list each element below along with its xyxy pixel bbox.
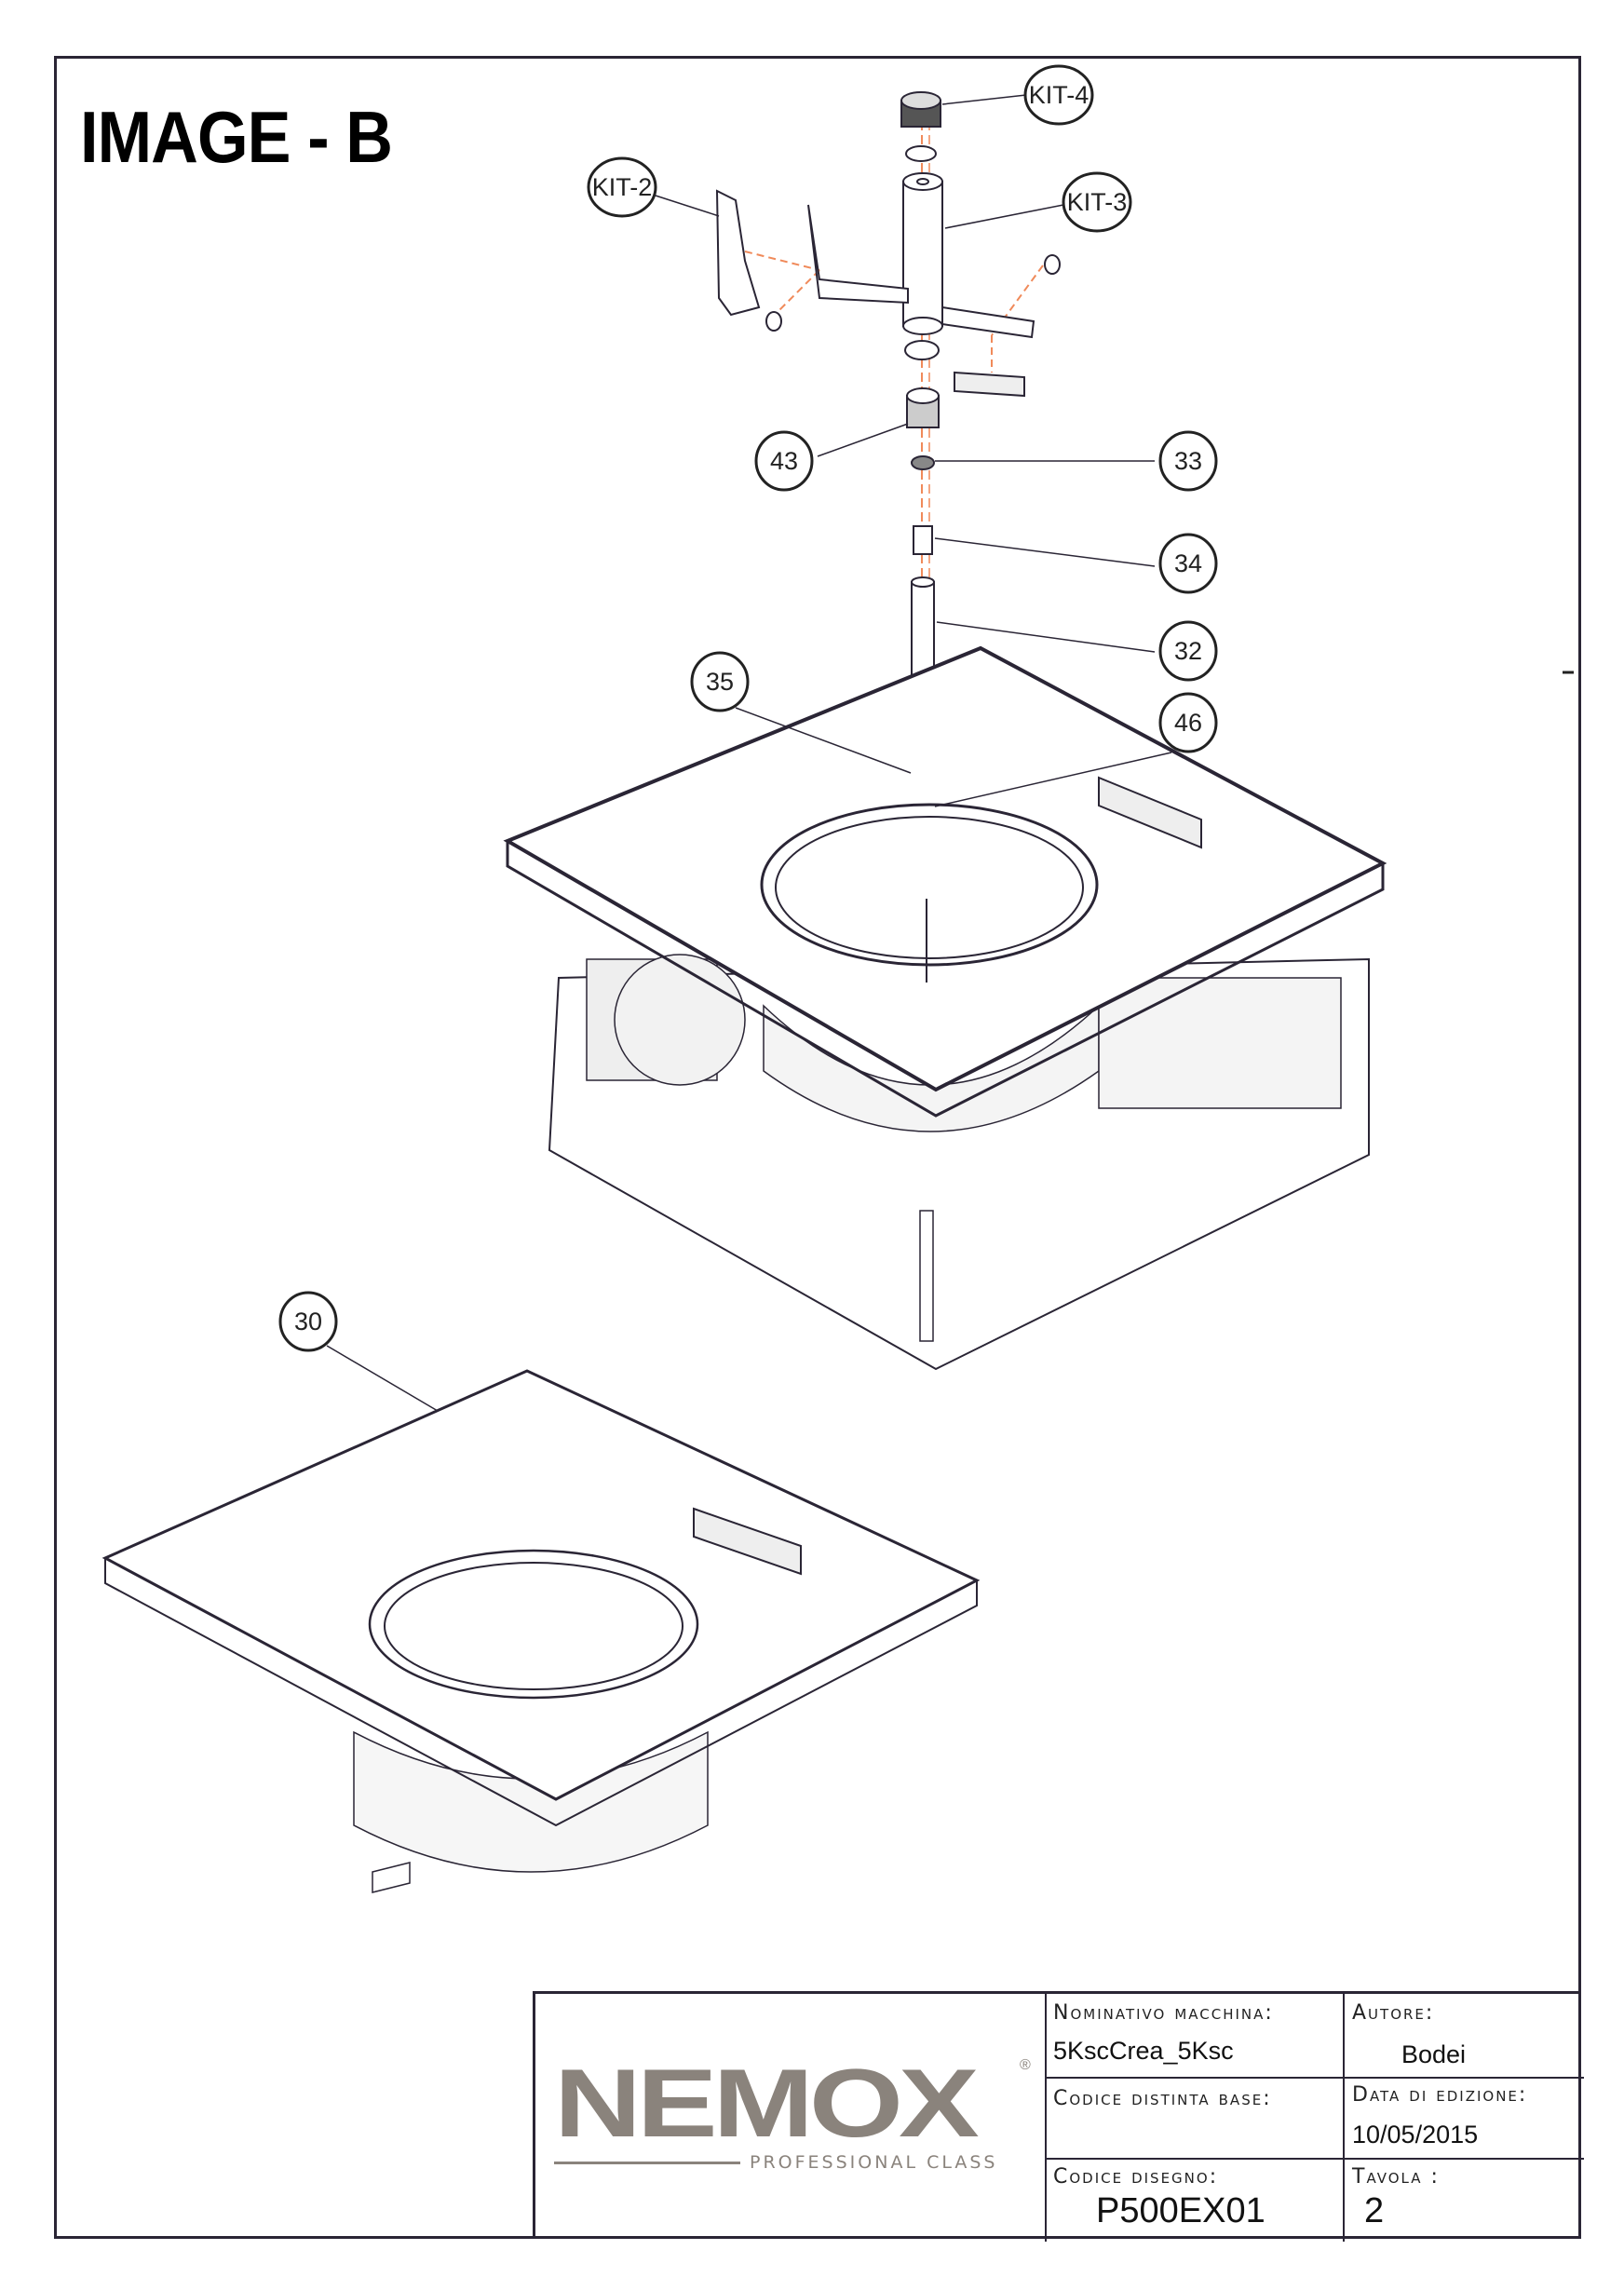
balloon-kit-4: KIT-4 [1023,64,1094,126]
balloon-35: 35 [690,651,750,712]
drawing-code-label: Codice disegno: [1053,2165,1219,2189]
sheet-value: 2 [1364,2191,1385,2230]
svg-text:34: 34 [1174,549,1202,577]
edition-date-label: Data di edizione: [1352,2083,1528,2107]
author-label: Autore: [1352,2001,1435,2025]
balloon-43: 43 [754,430,814,492]
bom-code-label: Codice distinta base: [1053,2087,1272,2110]
machine-assembly [503,645,1387,1371]
nemox-logo: NEMOX ® PROFESSIONAL CLASS [554,2050,1031,2173]
balloon-kit-3: KIT-3 [1062,171,1132,233]
balloon-46: 46 [1158,692,1218,753]
balloon-32: 32 [1158,620,1218,682]
svg-text:43: 43 [770,447,798,475]
leader-lines [326,94,1172,1412]
sheet-label: Tavola : [1352,2165,1440,2189]
drawing-code-value: P500EX01 [1096,2191,1265,2230]
part-paddle [715,189,1061,398]
svg-text:35: 35 [706,668,734,696]
balloon-33: 33 [1158,430,1218,492]
image-title: IMAGE - B [80,96,393,178]
part-cap [900,91,941,162]
balloon-30: 30 [278,1291,338,1352]
svg-text:46: 46 [1174,709,1202,737]
machine-name-value: 5KscCrea_5Ksc [1053,2037,1234,2065]
svg-text:33: 33 [1174,447,1202,475]
machine-name-label: Nominativo macchina: [1053,2001,1274,2025]
svg-text:32: 32 [1174,637,1202,665]
part-top-plate [102,1369,981,1893]
svg-text:30: 30 [294,1308,322,1335]
svg-text:KIT-2: KIT-2 [592,173,653,201]
svg-text:KIT-4: KIT-4 [1029,81,1089,109]
drawing-frame [54,56,1581,2239]
part-tube [902,172,943,335]
edition-date-value: 10/05/2015 [1352,2121,1479,2148]
balloon-34: 34 [1158,533,1218,594]
balloon-kit-2: KIT-2 [587,156,657,218]
author-value: Bodei [1401,2040,1467,2068]
svg-text:KIT-3: KIT-3 [1067,188,1128,216]
title-block: NEMOX ® PROFESSIONAL CLASS Nominativo ma… [533,1991,1584,2242]
